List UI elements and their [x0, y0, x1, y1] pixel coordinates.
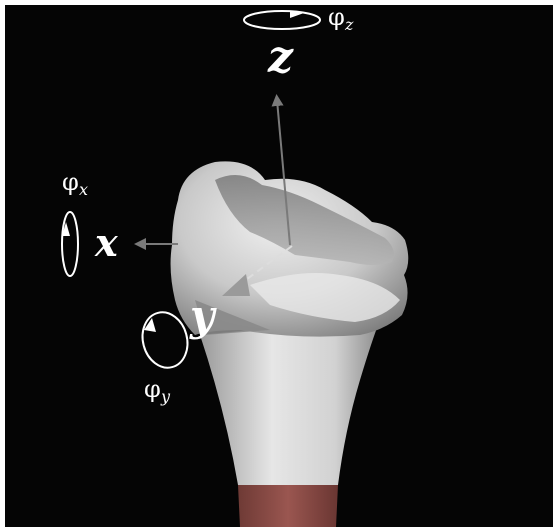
z-axis-label: z: [267, 32, 294, 83]
svg-text:y: y: [160, 387, 171, 406]
x-axis-label: x: [94, 220, 119, 265]
svg-text:φ: φ: [144, 375, 161, 403]
y-axis-label: y: [189, 291, 217, 340]
svg-text:φ: φ: [328, 3, 345, 31]
svg-text:z: z: [344, 15, 354, 34]
svg-text:φ: φ: [62, 168, 79, 196]
svg-text:x: x: [79, 180, 88, 199]
bone-cut-section: [238, 485, 338, 527]
